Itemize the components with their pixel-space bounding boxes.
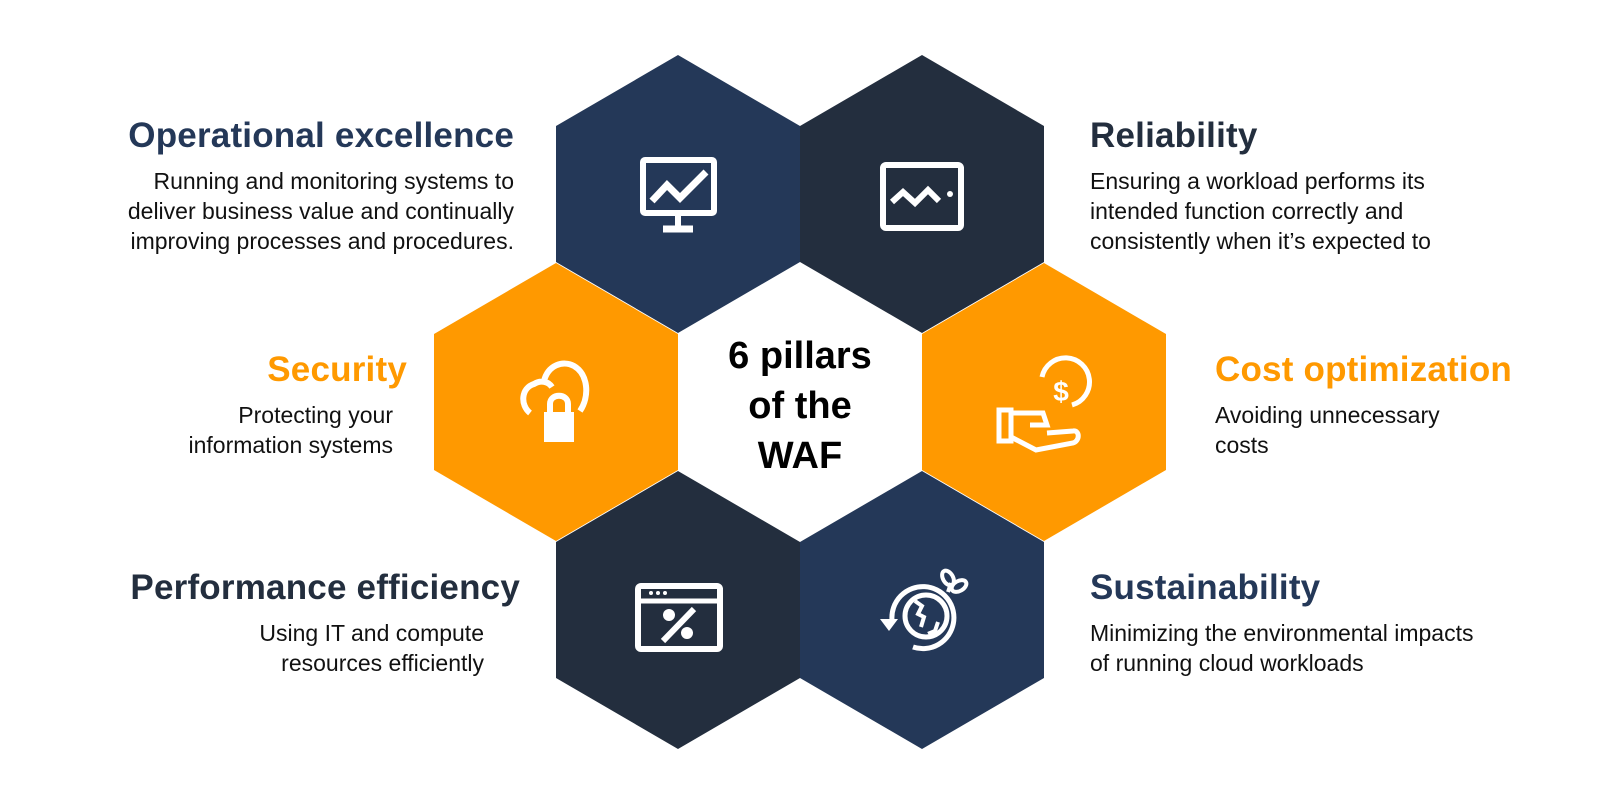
pillar-description-line: improving processes and procedures.	[130, 228, 514, 254]
center-title-line-3: WAF	[757, 435, 843, 477]
pillar-description-line: costs	[1215, 432, 1269, 458]
center-title-line-1: 6 pillars	[728, 335, 872, 377]
hand-dollar-icon: $	[996, 355, 1092, 453]
pillar-description: Running and monitoring systems to delive…	[128, 166, 514, 256]
browser-percent-icon	[635, 583, 723, 652]
pillar-performance-efficiency: Performance efficiency Using IT and comp…	[130, 568, 520, 678]
pillar-sustainability: Sustainability Minimizing the environmen…	[1090, 568, 1474, 678]
globe-sprout-cycle-icon	[880, 568, 969, 652]
pillar-security: Security Protecting your information sys…	[188, 350, 407, 460]
pillar-description-line: Ensuring a workload performs its	[1090, 168, 1425, 194]
center-title: 6 pillars of the WAF	[680, 331, 920, 481]
pillar-description-line: information systems	[188, 432, 393, 458]
pillar-description-line: intended function correctly and	[1090, 198, 1404, 224]
pillar-title: Performance efficiency	[130, 568, 520, 607]
pillar-description-line: resources efficiently	[281, 650, 484, 676]
cloud-lock-icon	[520, 360, 590, 442]
pillar-title: Operational excellence	[128, 116, 514, 155]
pillar-description-line: Avoiding unnecessary	[1215, 402, 1440, 428]
pillar-description-line: Running and monitoring systems to	[153, 168, 514, 194]
pillar-description: Avoiding unnecessary costs	[1215, 400, 1512, 460]
hex-cost-optimization	[922, 263, 1166, 541]
tablet-chart-icon	[880, 162, 964, 231]
pillar-description: Using IT and compute resources efficient…	[130, 618, 484, 678]
pillar-title: Cost optimization	[1215, 350, 1512, 389]
pillar-description-line: of running cloud workloads	[1090, 650, 1364, 676]
pillar-description-line: deliver business value and continually	[127, 198, 514, 224]
monitor-chart-icon	[640, 157, 717, 233]
pillar-description: Minimizing the environmental impacts of …	[1090, 618, 1474, 678]
pillar-description-line: Protecting your	[238, 402, 393, 428]
pillar-description: Protecting your information systems	[188, 400, 393, 460]
pillar-operational-excellence: Operational excellence Running and monit…	[128, 116, 514, 256]
pillar-title: Reliability	[1090, 116, 1258, 155]
pillar-description-line: consistently when it’s expected to	[1090, 228, 1431, 254]
svg-text:$: $	[1053, 376, 1069, 407]
pillar-description: Ensuring a workload performs its intende…	[1090, 166, 1431, 256]
hex-center	[678, 263, 922, 541]
pillar-title: Security	[267, 350, 407, 389]
pillar-title: Sustainability	[1090, 568, 1321, 607]
hex-performance-efficiency	[556, 471, 800, 749]
pillar-description-line: Minimizing the environmental impacts	[1090, 620, 1474, 646]
pillar-reliability: Reliability Ensuring a workload performs…	[1090, 116, 1431, 256]
center-title-line-2: of the	[748, 385, 852, 427]
hex-security	[434, 263, 678, 541]
pillar-description-line: Using IT and compute	[259, 620, 484, 646]
pillar-cost-optimization: Cost optimization Avoiding unnecessary c…	[1215, 350, 1512, 460]
